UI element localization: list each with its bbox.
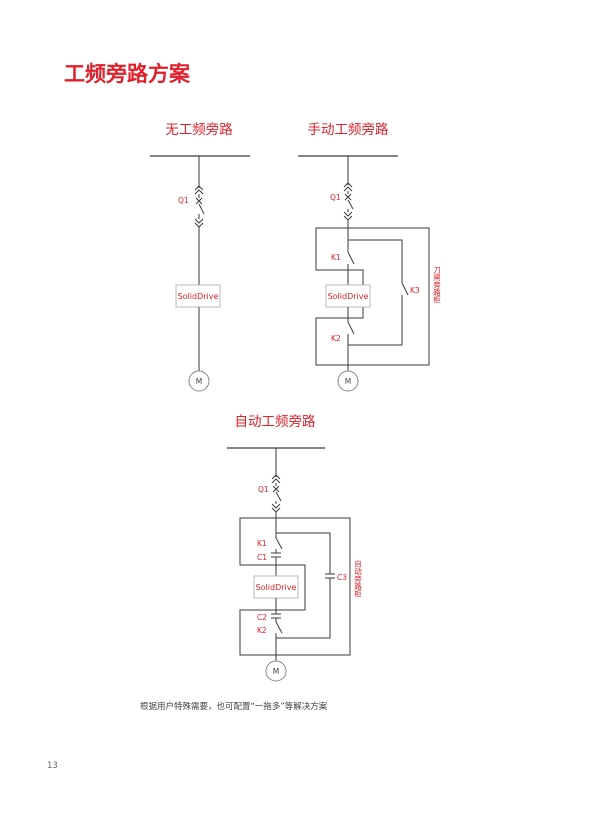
label-k1: K1 <box>257 539 267 548</box>
contactor-k2-blade <box>347 321 355 335</box>
withdrawable-contact-icon <box>271 503 281 513</box>
label-c3: C3 <box>337 573 347 582</box>
withdrawable-contact-icon <box>194 185 204 195</box>
contactor-k3-blade <box>401 282 409 296</box>
soliddrive-label: SolidDrive <box>256 583 297 592</box>
label-q1: Q1 <box>178 196 189 205</box>
label-k2: K2 <box>331 334 341 343</box>
withdrawable-contact-icon <box>271 474 281 484</box>
soliddrive-box <box>175 284 221 308</box>
motor-label: M <box>196 377 202 386</box>
bypass-wire <box>348 239 403 283</box>
label-c1: C1 <box>257 553 267 562</box>
label-q1: Q1 <box>258 485 269 494</box>
label-c2: C2 <box>257 613 267 622</box>
diagram-title-manual-bypass: 手动工频旁路 <box>308 121 389 138</box>
page-number: 13 <box>47 761 58 771</box>
bypass-cabinet-outline <box>239 517 351 656</box>
motor-label: M <box>273 667 279 676</box>
breaker-blade <box>198 203 205 215</box>
motor-icon <box>188 370 210 392</box>
label-k3: K3 <box>410 286 420 295</box>
contactor-k1-blade <box>347 251 355 265</box>
soliddrive-label: SolidDrive <box>328 292 369 301</box>
cabinet-label: 自动旁路柜 <box>353 559 362 599</box>
bypass-wire <box>276 578 331 639</box>
breaker-blade <box>275 491 282 502</box>
label-k1: K1 <box>331 253 341 262</box>
withdrawable-contact-icon <box>343 211 353 221</box>
diagram-no-bypass: 无工频旁路 Q1 SolidDrive M <box>150 121 250 392</box>
bypass-wire <box>276 532 331 574</box>
label-q1: Q1 <box>330 193 341 202</box>
motor-icon <box>265 660 287 682</box>
diagram-auto-bypass: 自动工频旁路 Q1 K1 C1 SolidDrive C2 K <box>227 413 363 682</box>
breaker-blade <box>347 199 354 210</box>
diagram-manual-bypass: 手动工频旁路 Q1 K1 SolidDrive K2 K3 刀闸旁路柜 <box>298 121 442 392</box>
cabinet-label: 刀闸旁路柜 <box>432 266 441 305</box>
motor-icon <box>337 370 359 392</box>
contactor-k2-blade <box>275 621 283 634</box>
bypass-wire <box>348 295 403 346</box>
label-k2: K2 <box>257 626 267 635</box>
page-title: 工频旁路方案 <box>64 62 190 86</box>
soliddrive-label: SolidDrive <box>178 292 219 301</box>
breaker-cross-icon <box>272 485 280 493</box>
motor-label: M <box>345 377 351 386</box>
withdrawable-contact-icon <box>343 182 353 192</box>
withdrawable-contact-icon <box>194 218 204 228</box>
diagram-title-no-bypass: 无工频旁路 <box>165 121 233 138</box>
breaker-cross-icon <box>344 193 352 201</box>
caption: 根据用户特殊需要，也可配置“一拖多”等解决方案 <box>140 702 328 712</box>
contactor-k1-blade <box>275 537 283 550</box>
diagram-title-auto-bypass: 自动工频旁路 <box>235 413 316 430</box>
breaker-cross-icon <box>195 197 203 205</box>
